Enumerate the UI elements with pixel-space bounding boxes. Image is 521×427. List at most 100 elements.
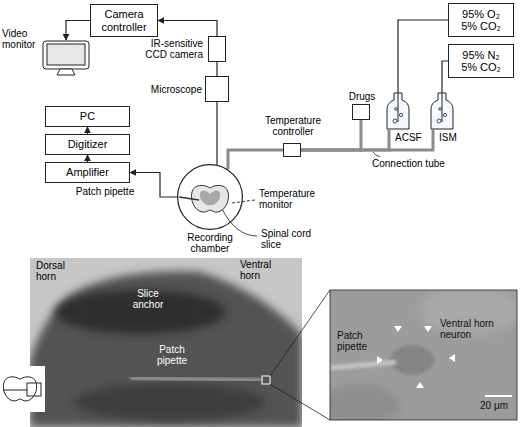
- node-label: ISM: [439, 132, 471, 143]
- spinal-cord-slice: [191, 185, 228, 212]
- annotation-label: Temperature monitor: [259, 188, 321, 210]
- temperature-probe: [232, 200, 255, 203]
- bubble: [399, 113, 402, 116]
- drug-reservoir: Drugs: [352, 104, 370, 120]
- icon-ground: [1, 366, 45, 412]
- connector: [87, 127, 88, 134]
- zoom-box: [27, 383, 41, 396]
- connector: [216, 62, 217, 76]
- connector: [158, 21, 217, 37]
- solution-bottle: ISM: [430, 92, 454, 130]
- node-label: Temperature controller: [261, 115, 325, 137]
- pipette-icon: [3, 390, 27, 391]
- gas-box: 95% N₂ 5% CO₂: [448, 44, 514, 78]
- bottle-outline: [387, 93, 409, 129]
- arrowhead-marker: [394, 326, 402, 332]
- photo-texture: [330, 385, 400, 420]
- connector: [87, 155, 88, 162]
- node-label: IR-sensitive CCD camera: [139, 38, 203, 60]
- annotation-label: Slice anchor: [126, 288, 170, 310]
- monitor-outline: [42, 40, 90, 76]
- monitor-icon: Video monitor: [42, 40, 90, 76]
- pipette-image: [330, 362, 396, 368]
- annotation-label: Dorsal horn: [36, 260, 80, 282]
- arrowhead-marker: [377, 356, 383, 364]
- pipette-image: [130, 378, 262, 380]
- patch-pipette: [179, 197, 199, 200]
- annotation-label: Ventral horn neuron: [440, 318, 502, 340]
- connector: [130, 173, 177, 198]
- bottle-outline: [430, 92, 454, 130]
- bubble: [439, 108, 442, 111]
- slice-shade: [75, 384, 265, 420]
- inset-frame: [330, 290, 517, 420]
- neuron-photo: [330, 290, 517, 420]
- connector: [66, 21, 90, 41]
- gas-box: 95% O₂ 5% CO₂: [448, 3, 514, 37]
- connector: [398, 20, 448, 92]
- connector: [216, 102, 217, 165]
- annotation-label: Patch pipette: [337, 330, 377, 352]
- neuron-image: [390, 345, 434, 375]
- slice-tissue: [30, 271, 302, 427]
- gray-matter: [200, 191, 220, 206]
- circle-outline: [177, 164, 243, 230]
- slice-outline: [3, 377, 36, 401]
- zoom-line: [270, 290, 330, 376]
- annotation-label: Ventral horn: [240, 259, 286, 281]
- zoom-box: [262, 376, 270, 384]
- bubble: [393, 119, 397, 123]
- node-label: 95% N₂ 5% CO₂: [456, 49, 506, 74]
- annotation-label: Spinal cord slice: [261, 228, 319, 250]
- bottle-outline: [386, 92, 410, 130]
- monitor-case: [43, 41, 89, 69]
- solution-bottle: ACSF: [386, 92, 410, 130]
- annotation-label: Connection tube: [372, 158, 452, 169]
- node-label: Recording chamber: [180, 232, 240, 254]
- slice-icon: [3, 377, 36, 401]
- node-label: PC: [80, 110, 95, 122]
- annotation-label: Patch pipette: [150, 344, 194, 366]
- arrowhead-marker: [416, 382, 424, 388]
- recording-chamber: Recording chamber: [177, 164, 243, 230]
- controller-box: Temperature controller: [283, 143, 301, 157]
- photo-ground: [30, 258, 302, 427]
- process-box: Camera controller: [90, 4, 158, 37]
- node-label: Camera controller: [91, 8, 157, 33]
- monitor-screen: [47, 44, 85, 65]
- microscope-box: Microscope: [205, 76, 229, 102]
- arrowhead-marker: [449, 354, 455, 362]
- leader-line: [222, 209, 257, 236]
- node-label: Amplifier: [66, 166, 109, 178]
- bubble: [437, 119, 441, 123]
- node-label: Digitizer: [68, 138, 108, 150]
- annotation-label: Patch pipette: [72, 186, 138, 197]
- monitor-stand: [57, 69, 75, 75]
- zoom-line: [270, 384, 330, 420]
- camera-box: IR-sensitive CCD camera: [208, 36, 226, 62]
- process-box: Digitizer: [45, 134, 130, 155]
- arrowhead-marker: [424, 326, 432, 332]
- gas-tube: [398, 92, 399, 122]
- node-label: ACSF: [395, 132, 427, 143]
- connection-tube: [228, 150, 283, 169]
- process-box: PC: [45, 106, 130, 127]
- node-label: 95% O₂ 5% CO₂: [456, 8, 506, 33]
- node-label: Drugs: [346, 91, 378, 102]
- chamber-outline: [178, 165, 243, 230]
- connection-tube: [301, 130, 433, 150]
- bottle-outline: [431, 93, 453, 129]
- bubble: [443, 113, 446, 116]
- bubble: [395, 108, 398, 111]
- gas-tube: [442, 92, 443, 122]
- slice-outline: [191, 185, 228, 212]
- annotation-label: 20 μm: [480, 400, 516, 411]
- node-label: Microscope: [144, 84, 202, 95]
- connection-tube: [301, 130, 389, 150]
- node-label: Video monitor: [2, 28, 40, 50]
- slice-photo: [30, 258, 302, 427]
- leader-line: [373, 152, 380, 157]
- scale-bar: [485, 395, 512, 397]
- process-box: Amplifier: [45, 162, 130, 183]
